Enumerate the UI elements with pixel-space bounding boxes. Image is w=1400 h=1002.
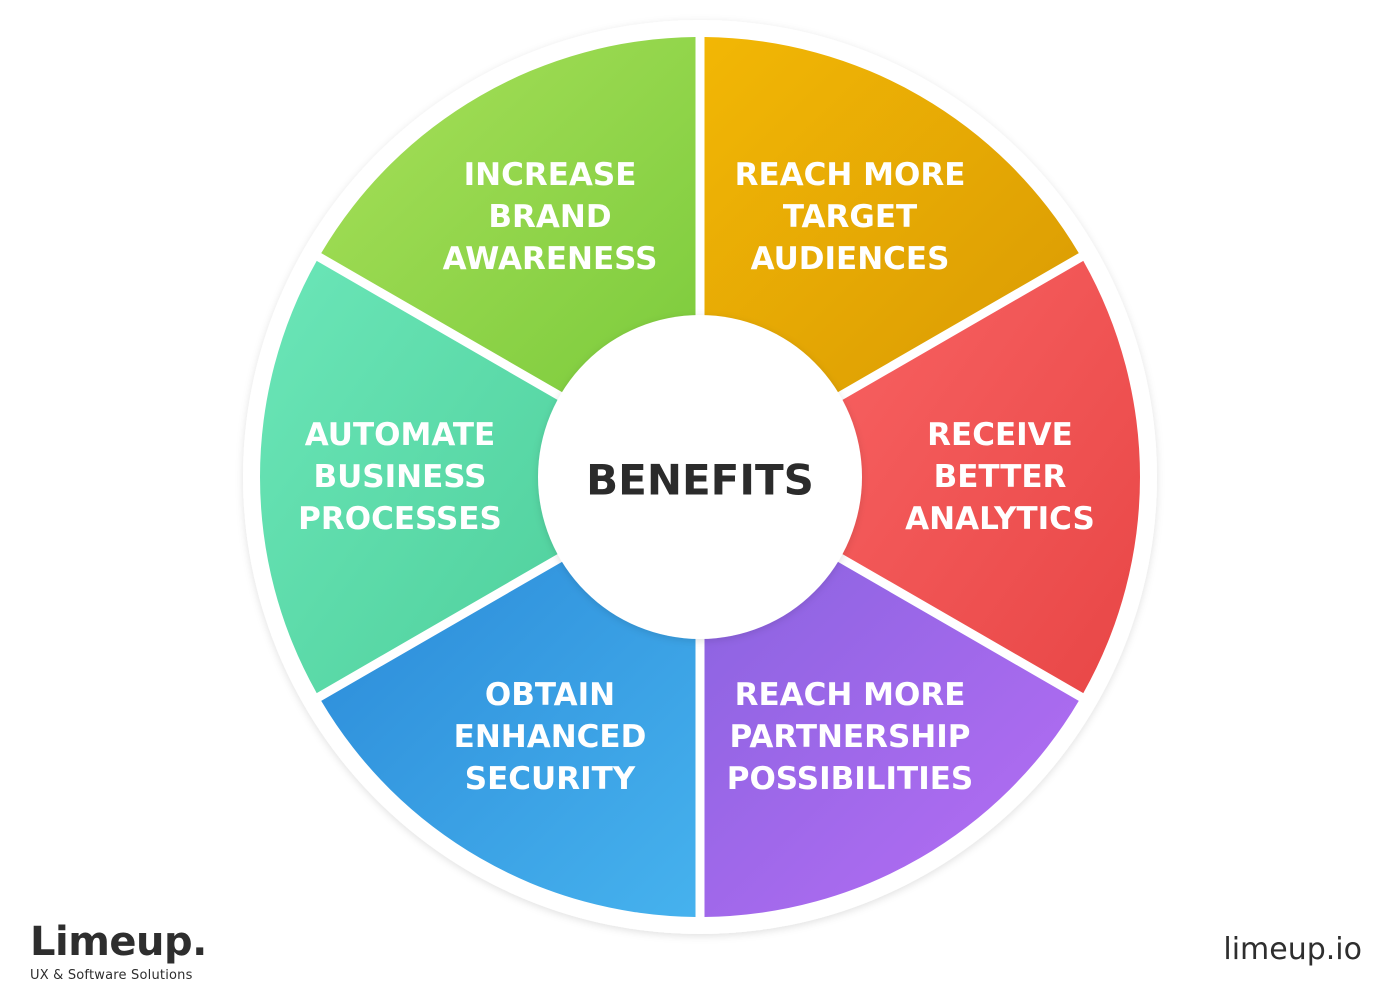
brand-tagline: UX & Software Solutions	[30, 968, 193, 983]
wheel-segment	[832, 260, 1140, 694]
segment-label-line: PARTNERSHIP	[729, 719, 970, 755]
segment-label-line: BETTER	[934, 459, 1067, 495]
brand-name: Limeup.	[30, 919, 207, 965]
segment-label: AUTOMATE BUSINESS PROCESSES	[298, 417, 502, 537]
segment-label-line: SECURITY	[465, 761, 636, 797]
wheel-segment	[704, 37, 1079, 399]
segment-label-line: BRAND	[488, 199, 611, 235]
limeup-logo: Limeup. UX & Software Solutions	[30, 918, 207, 983]
center-label: BENEFITS	[586, 456, 814, 505]
segment-label-line: ANALYTICS	[905, 501, 1095, 537]
segment-label-line: INCREASE	[464, 157, 637, 193]
website-url: limeup.io	[1223, 932, 1362, 967]
segment-label: REACH MORE PARTNERSHIP POSSIBILITIES	[727, 677, 974, 797]
wheel-segment	[704, 555, 1079, 917]
segment-label-line: ENHANCED	[454, 719, 647, 755]
segment-label-line: AUTOMATE	[305, 417, 495, 453]
segment-label-line: OBTAIN	[485, 677, 615, 713]
segment-label-line: PROCESSES	[298, 501, 502, 537]
segment-label-line: TARGET	[783, 199, 917, 235]
segment-label-line: REACH MORE	[735, 677, 966, 713]
wheel-segment	[321, 37, 696, 399]
segment-label-line: BUSINESS	[313, 459, 486, 495]
segment-label: OBTAIN ENHANCED SECURITY	[454, 677, 647, 797]
segment-label-line: AWARENESS	[443, 241, 658, 277]
wheel-segment	[259, 260, 568, 694]
segment-label: RECEIVE BETTER ANALYTICS	[905, 417, 1095, 537]
segment-label-line: POSSIBILITIES	[727, 761, 974, 797]
segment-label-line: REACH MORE	[735, 157, 966, 193]
segment-label-line: AUDIENCES	[751, 241, 950, 277]
segment-label-line: RECEIVE	[927, 417, 1073, 453]
segment-label: REACH MORE TARGET AUDIENCES	[735, 157, 966, 277]
wheel-segment	[321, 555, 696, 917]
center-hub	[538, 315, 862, 639]
segment-label: INCREASE BRAND AWARENESS	[443, 157, 658, 277]
